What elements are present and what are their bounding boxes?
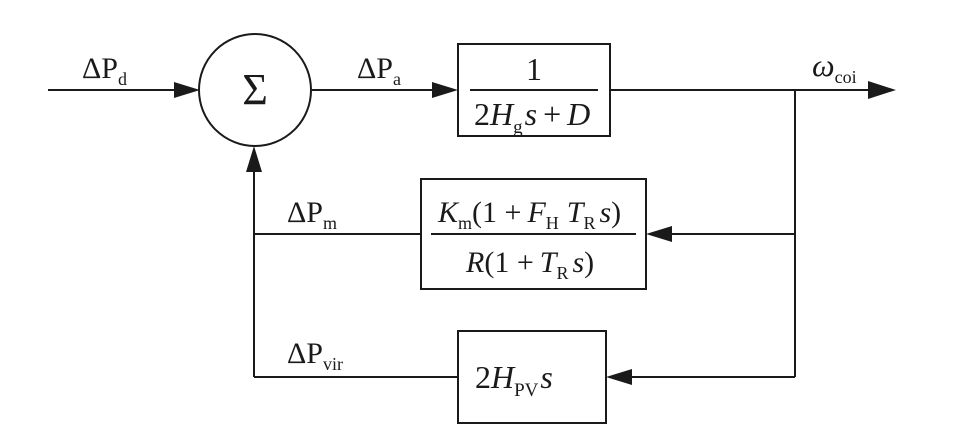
plant-denominator: 2Hgs+D [474,96,590,138]
arrow-into-plant [432,82,458,98]
sigma-symbol: Σ [242,65,268,114]
arrowheads [174,81,896,385]
input-signal-label: ΔPd [82,52,127,89]
arrow-output [868,81,896,99]
plant-block: 1 2Hgs+D [457,43,611,138]
arrow-into-governor [646,226,672,242]
summing-junction: Σ [198,33,312,147]
accel-signal-label: ΔPa [357,52,401,89]
plant-numerator: 1 [526,51,542,87]
mech-signal-label: ΔPm [287,196,337,233]
arrow-into-sum-bottom [246,146,262,172]
arrow-into-sum [174,82,200,98]
connection-lines [48,89,880,378]
virtual-signal-label: ΔPvir [287,337,343,374]
virtual-inertia-block: 2HPVs [457,330,607,424]
virtual-inertia-expression: 2HPVs [475,359,553,401]
virtual-inertia-box [457,330,607,424]
summing-circle [198,33,312,147]
output-signal-label: ωcoi [812,47,857,87]
arrow-into-vir-block [606,369,632,385]
